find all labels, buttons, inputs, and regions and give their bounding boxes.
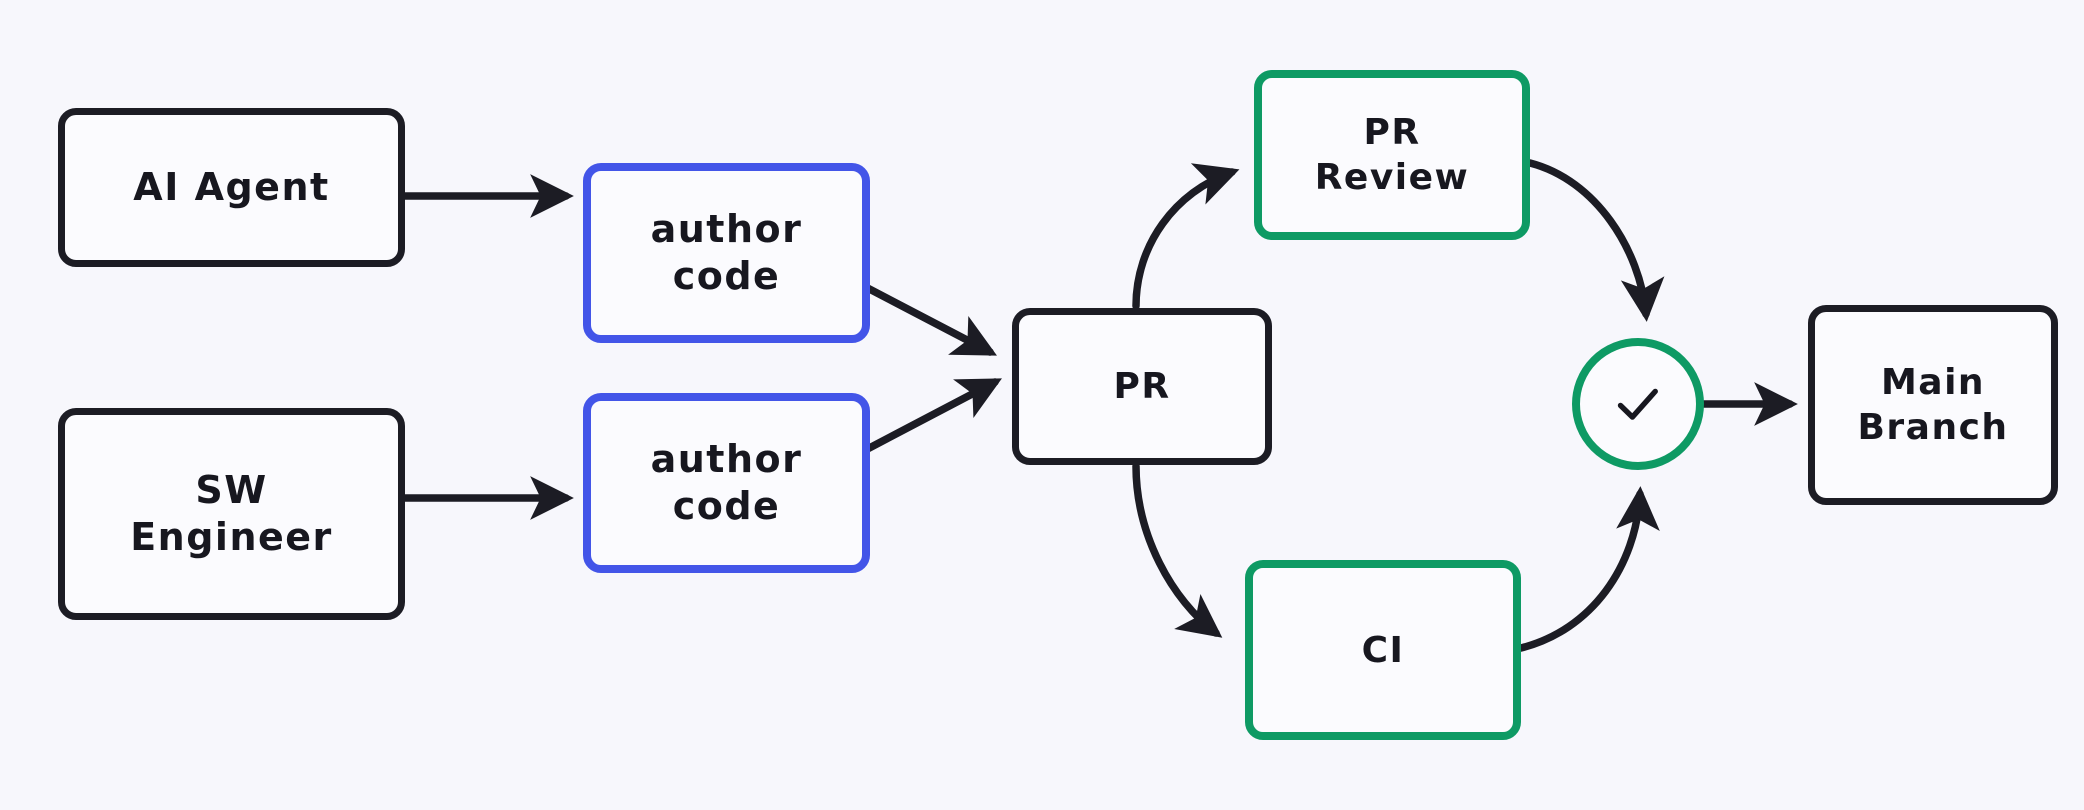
edge-ci-to-check (1517, 486, 1660, 652)
edge-pr-to-ci (1132, 462, 1223, 638)
edge-author-code-agent-to-pr (852, 278, 997, 356)
node-author-code-engineer[interactable]: author code (583, 393, 870, 573)
node-author-code-agent[interactable]: author code (583, 163, 870, 343)
node-ci[interactable]: CI (1245, 560, 1521, 740)
edge-pr-review-to-check (1526, 159, 1665, 322)
node-sw-engineer[interactable]: SW Engineer (58, 408, 405, 620)
node-ai-agent[interactable]: AI Agent (58, 108, 405, 267)
edge-pr-to-pr-review (1132, 163, 1240, 310)
node-merge-check[interactable] (1572, 338, 1704, 470)
node-main-branch[interactable]: Main Branch (1808, 305, 2058, 505)
node-pr-review[interactable]: PR Review (1254, 70, 1530, 240)
node-pr[interactable]: PR (1012, 308, 1272, 465)
edge-author-code-engineer-to-pr (852, 378, 1002, 459)
check-icon (1617, 388, 1658, 420)
